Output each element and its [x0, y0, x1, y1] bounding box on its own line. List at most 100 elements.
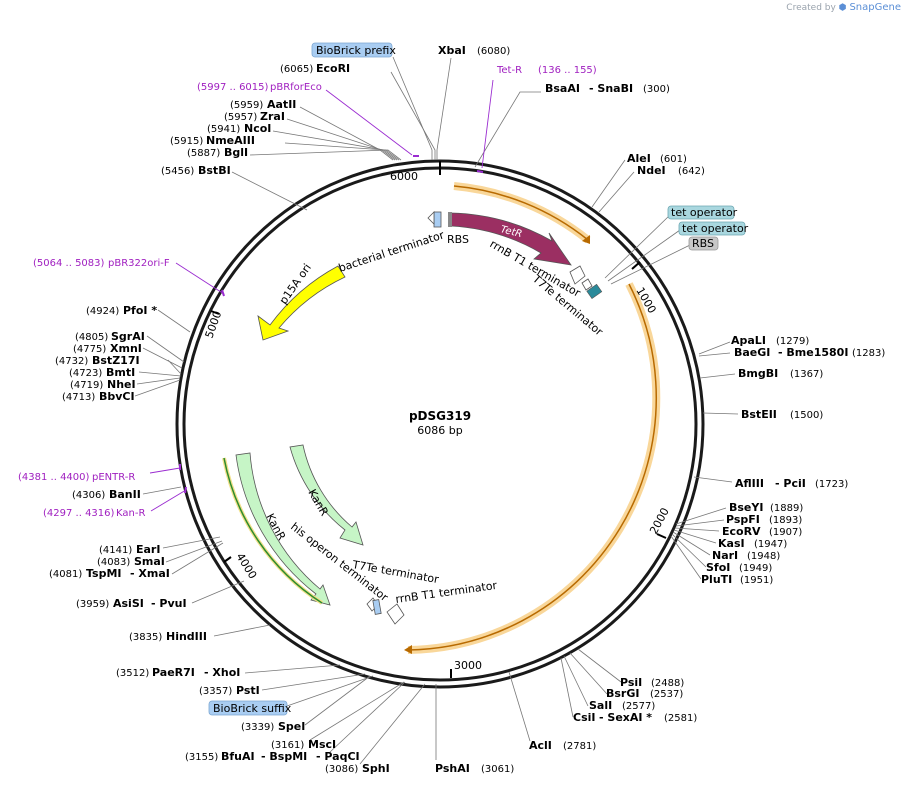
site-pshai[interactable]: PshAI (3061)	[435, 762, 514, 775]
svg-text:(5959): (5959)	[230, 100, 263, 111]
site-bfuai[interactable]: (3155) BfuAI - BspMI - PaqCI	[185, 750, 360, 763]
site-nhei[interactable]: (4719) NheI	[70, 378, 136, 391]
site-apali[interactable]: ApaLI (1279)	[731, 334, 809, 347]
credit-prefix: Created by	[786, 3, 836, 13]
tick-4000	[223, 556, 232, 563]
svg-text:- BspMI: - BspMI	[261, 750, 307, 763]
svg-text:EarI: EarI	[136, 543, 160, 556]
site-bseyi[interactable]: BseYI (1889)	[729, 501, 803, 514]
primer-tet-r[interactable]: Tet-R (136 .. 155)	[496, 65, 597, 76]
svg-text:(4297 .. 4316): (4297 .. 4316)	[43, 508, 115, 519]
svg-text:(4805): (4805)	[75, 332, 108, 343]
svg-text:- XhoI: - XhoI	[204, 666, 240, 679]
site-hindiii[interactable]: (3835) HindIII	[129, 630, 207, 643]
site-sfoi[interactable]: SfoI (1949)	[706, 561, 772, 574]
rbs-bottom-marker[interactable]	[372, 599, 382, 615]
site-nari[interactable]: NarI (1948)	[712, 549, 780, 562]
biobrick-prefix-badge[interactable]: BioBrick prefix	[311, 42, 396, 58]
site-bmti[interactable]: (4723) BmtI	[69, 366, 135, 379]
svg-text:(1949): (1949)	[739, 563, 772, 574]
site-pfoi[interactable]: (4924) PfoI *	[86, 304, 157, 317]
site-xbai[interactable]: XbaI (6080)	[438, 44, 510, 57]
svg-text:BanII: BanII	[109, 488, 141, 501]
site-msci[interactable]: (3161) MscI	[271, 738, 336, 751]
site-smai[interactable]: (4083) SmaI	[97, 555, 165, 568]
site-afliii[interactable]: AflIII - PciI (1723)	[735, 477, 848, 490]
svg-text:(1279): (1279)	[776, 336, 809, 347]
kanr-outer-orf-line	[223, 457, 323, 604]
bacterial-terminator-marker[interactable]	[427, 211, 435, 225]
tick-5000	[210, 310, 220, 315]
site-pluti[interactable]: PluTI (1951)	[701, 573, 773, 586]
site-zrai[interactable]: (5957) ZraI	[224, 110, 285, 123]
svg-text:TspMI: TspMI	[86, 567, 122, 580]
rrnb-t1-top-marker[interactable]	[569, 265, 586, 285]
primer-pentr-r[interactable]: (4381 .. 4400) pENTR-R	[18, 472, 135, 483]
svg-text:(1893): (1893)	[769, 515, 802, 526]
site-nmeaiii[interactable]: (5915) NmeAIII	[170, 134, 255, 147]
site-csii[interactable]: CsiI - SexAI * (2581)	[573, 711, 697, 724]
site-bstbi[interactable]: (5456) BstBI	[161, 164, 231, 177]
svg-text:EcoRV: EcoRV	[722, 525, 761, 538]
primer-leaders	[149, 79, 494, 512]
svg-text:AflIII: AflIII	[735, 477, 764, 490]
tet-operator-badge-2[interactable]: tet operator	[678, 221, 749, 236]
svg-text:SfoI: SfoI	[706, 561, 730, 574]
site-alei[interactable]: AleI (601)	[627, 152, 687, 165]
site-spei[interactable]: (3339) SpeI	[241, 720, 305, 733]
site-eari[interactable]: (4141) EarI	[99, 543, 160, 556]
tet-operator-badge-1[interactable]: tet operator	[667, 205, 738, 220]
tet-operator-marker[interactable]	[586, 283, 603, 299]
site-banii[interactable]: (4306) BanII	[72, 488, 141, 501]
svg-text:Tet-R: Tet-R	[496, 65, 522, 76]
site-sali[interactable]: SalI (2577)	[589, 699, 655, 712]
site-aatii[interactable]: (5959) AatII	[230, 98, 296, 111]
site-ecori[interactable]: (6065) EcoRI	[280, 62, 350, 75]
primer-pbr322ori-f[interactable]: (5064 .. 5083) pBR322ori-F	[33, 258, 170, 269]
site-bgli[interactable]: (5887) BglI	[187, 146, 248, 159]
site-tspmi[interactable]: (4081) TspMI - XmaI	[49, 567, 170, 580]
site-baegi[interactable]: BaeGI - Bme1580I (1283)	[734, 346, 885, 359]
site-sphi[interactable]: (3086) SphI	[325, 762, 390, 775]
site-bsteii[interactable]: BstEII (1500)	[741, 408, 823, 421]
primer-pbrforeco[interactable]: (5997 .. 6015) pBRforEco	[197, 82, 322, 93]
site-psii[interactable]: PsiI (2488)	[620, 676, 684, 689]
svg-text:(5456): (5456)	[161, 166, 194, 177]
site-ncoi[interactable]: (5941) NcoI	[207, 122, 271, 135]
site-bsrgi[interactable]: BsrGI (2537)	[606, 687, 683, 700]
kanr-outer-feature[interactable]	[235, 452, 331, 606]
rbs-top-marker[interactable]	[433, 211, 442, 228]
site-asisi[interactable]: (3959) AsiSI - PvuI	[76, 597, 187, 610]
svg-text:NmeAIII: NmeAIII	[206, 134, 255, 147]
site-acli[interactable]: AclI (2781)	[529, 739, 596, 752]
rbs-badge[interactable]: RBS	[688, 236, 719, 251]
site-pspfi[interactable]: PspFI (1893)	[726, 513, 802, 526]
site-psti[interactable]: (3357) PstI	[199, 684, 260, 697]
site-bsaai[interactable]: BsaAI - SnaBI (300)	[545, 82, 670, 95]
svg-text:(4081): (4081)	[49, 569, 82, 580]
svg-text:(3155): (3155)	[185, 752, 218, 763]
site-bmgbi[interactable]: BmgBI (1367)	[738, 367, 823, 380]
site-xmni[interactable]: (4775) XmnI	[73, 342, 142, 355]
site-bbvci[interactable]: (4713) BbvCI	[62, 390, 135, 403]
site-sgrai[interactable]: (4805) SgrAI	[75, 330, 145, 343]
kanr-inner-feature[interactable]	[289, 444, 364, 546]
svg-text:(5915): (5915)	[170, 136, 203, 147]
site-kasi[interactable]: KasI (1947)	[718, 537, 787, 550]
biobrick-suffix-badge[interactable]: BioBrick suffix	[208, 700, 292, 716]
p15a-ori-feature[interactable]	[257, 265, 346, 341]
t7te-top-marker[interactable]	[581, 278, 593, 291]
site-ndei[interactable]: NdeI (642)	[637, 164, 705, 177]
svg-text:SalI: SalI	[589, 699, 612, 712]
site-paer7i[interactable]: (3512) PaeR7I - XhoI	[116, 666, 240, 679]
rbs-badge-leader	[610, 244, 691, 285]
tetr-feature[interactable]	[450, 212, 572, 266]
site-bstz17i[interactable]: (4732) BstZ17I	[55, 354, 140, 367]
primer-kan-r[interactable]: (4297 .. 4316) Kan-R	[43, 508, 145, 519]
site-ecorv[interactable]: EcoRV (1907)	[722, 525, 802, 538]
svg-text:PstI: PstI	[236, 684, 260, 697]
svg-text:(2577): (2577)	[622, 701, 655, 712]
rrnb-t1-bottom-marker[interactable]	[386, 603, 405, 625]
svg-text:- Bme1580I: - Bme1580I	[778, 346, 848, 359]
